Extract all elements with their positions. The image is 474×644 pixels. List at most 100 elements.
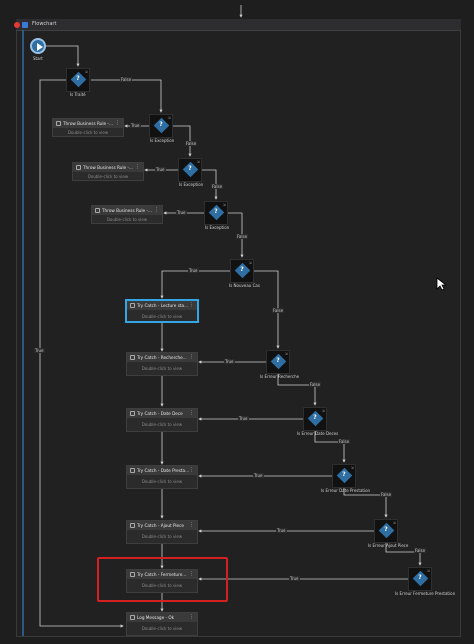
- node-hint: Double-click to view: [106, 217, 148, 222]
- try-catch-fermeture-node[interactable]: Try Catch - Fermeture... ⋮ Double-click …: [126, 569, 198, 593]
- decision-label: Is Erreur Recherche: [260, 374, 300, 379]
- menu-icon[interactable]: ⋮: [189, 354, 194, 360]
- edge-label-true: True: [34, 348, 45, 353]
- try-catch-date-prestation-node[interactable]: Try Catch - Date Presta... ⋮ Double-clic…: [126, 465, 198, 489]
- decision-is-erreur-recherche[interactable]: ?⇲: [266, 350, 290, 374]
- mouse-cursor-icon: [436, 277, 446, 291]
- node-title: Throw Business Rule -...: [83, 165, 133, 170]
- activity-icon: [130, 411, 135, 416]
- node-title: Throw Business Rule -...: [63, 121, 113, 126]
- node-title: Try Catch - Date Presta...: [137, 468, 190, 473]
- node-hint: Double-click to view: [141, 626, 183, 631]
- edge-label-false: False: [309, 382, 322, 387]
- menu-icon[interactable]: ⋮: [135, 164, 140, 170]
- edge-label-false: False: [272, 308, 285, 313]
- decision-label: Is Erreur Date Deces: [297, 431, 339, 436]
- node-hint: Double-click to view: [141, 534, 183, 539]
- node-hint: Double-click to view: [141, 583, 183, 588]
- decision-is-erreur-ajout-piece[interactable]: ?⇲: [374, 519, 398, 543]
- activity-icon: [76, 165, 81, 170]
- menu-icon[interactable]: ⋮: [189, 302, 194, 308]
- edge-label-true: True: [130, 123, 141, 128]
- activity-icon: [95, 208, 100, 213]
- activity-icon: [56, 121, 61, 126]
- try-catch-date-deces-node[interactable]: Try Catch - Date Dece ⋮ Double-click to …: [126, 408, 198, 432]
- edge-label-false: False: [185, 141, 198, 146]
- node-hint: Double-click to view: [141, 314, 183, 319]
- try-catch-lecture-node[interactable]: Try Catch - Lecture sta... ⋮ Double-clic…: [125, 299, 199, 323]
- decision-label: Is Erreur Date Prestation: [321, 488, 371, 493]
- decision-label: Is Exception: [150, 138, 175, 143]
- throw-business-rule-node-3[interactable]: Throw Business Rule -... ⋮ Double-click …: [91, 205, 163, 224]
- menu-icon[interactable]: ⋮: [189, 614, 194, 620]
- play-icon: [37, 43, 43, 51]
- decision-is-erreur-fermeture-prestation[interactable]: ?⇲: [408, 567, 432, 591]
- node-hint: Double-click to view: [87, 174, 129, 179]
- edge-start-d1: [46, 45, 80, 67]
- menu-icon[interactable]: ⋮: [154, 207, 159, 213]
- decision-is-erreur-date-prestation[interactable]: ?⇲: [332, 464, 356, 488]
- edge-label-true: True: [253, 473, 264, 478]
- node-title: Try Catch - Date Dece: [137, 411, 183, 416]
- edge-label-false: False: [414, 548, 427, 553]
- node-title: Try Catch - Lecture sta...: [137, 303, 189, 308]
- try-catch-ajout-piece-node[interactable]: Try Catch - Ajout Piece ⋮ Double-click t…: [126, 520, 198, 544]
- edge-label-true: True: [188, 268, 199, 273]
- activity-icon: [130, 572, 135, 577]
- edge-label-false: False: [338, 439, 351, 444]
- menu-icon[interactable]: ⋮: [189, 522, 194, 528]
- decision-label: Is Exception: [205, 225, 230, 230]
- node-title: Try Catch - Ajout Piece: [137, 523, 185, 528]
- menu-icon[interactable]: ⋮: [189, 410, 194, 416]
- decision-is-traite[interactable]: ?⇲: [66, 68, 90, 92]
- decision-label: Is Erreur Ajout Piece: [368, 543, 409, 548]
- node-hint: Double-click to view: [67, 130, 109, 135]
- throw-business-rule-node-1[interactable]: Throw Business Rule -... ⋮ Double-click …: [52, 118, 124, 137]
- edge-label-true: True: [289, 576, 300, 581]
- decision-label: Is Traité: [70, 92, 86, 97]
- node-hint: Double-click to view: [141, 366, 183, 371]
- decision-is-nouveau-cas[interactable]: ?⇲: [230, 259, 254, 283]
- menu-icon[interactable]: ⋮: [115, 120, 120, 126]
- edge-label-true: True: [176, 210, 187, 215]
- edge-label-true: True: [276, 528, 287, 533]
- decision-label: Is Exception: [179, 182, 204, 187]
- highlight-annotation: [97, 557, 228, 602]
- decision-label: Is Nouveau Cas: [229, 283, 260, 288]
- node-hint: Double-click to view: [141, 479, 183, 484]
- activity-icon: [130, 303, 135, 308]
- node-title: Throw Business Rule -...: [102, 208, 152, 213]
- edge-label-false: False: [236, 234, 249, 239]
- edge-label-true: True: [155, 167, 166, 172]
- log-message-node[interactable]: Log Message - Ok ⋮ Double-click to view: [126, 612, 198, 636]
- edge-label-false: False: [380, 492, 393, 497]
- try-catch-recherche-node[interactable]: Try Catch - Recherche... ⋮ Double-click …: [126, 352, 198, 376]
- edge-label-false: False: [120, 77, 133, 82]
- flowchart-title: Flowchart: [32, 21, 57, 27]
- edge-label-true: True: [224, 359, 235, 364]
- node-hint: Double-click to view: [141, 422, 183, 427]
- menu-icon[interactable]: ⋮: [189, 467, 194, 473]
- edge-label-false: False: [211, 184, 224, 189]
- activity-icon: [130, 615, 135, 620]
- activity-icon: [130, 355, 135, 360]
- decision-label: Is Erreur Fermeture Prestation: [395, 591, 456, 596]
- collapse-icon[interactable]: [14, 22, 20, 28]
- decision-is-erreur-date-deces[interactable]: ?⇲: [303, 407, 327, 431]
- node-title: Log Message - Ok: [137, 615, 175, 620]
- start-node[interactable]: [30, 38, 46, 54]
- start-label: Start: [33, 56, 43, 61]
- menu-icon[interactable]: ⋮: [189, 571, 194, 577]
- flowchart-header: [16, 19, 461, 31]
- decision-is-exception-3[interactable]: ?⇲: [204, 201, 228, 225]
- throw-business-rule-node-2[interactable]: Throw Business Rule -... ⋮ Double-click …: [72, 162, 144, 181]
- flowchart-icon: [22, 22, 28, 28]
- decision-is-exception-2[interactable]: ?⇲: [178, 158, 202, 182]
- decision-is-exception-1[interactable]: ?⇲: [149, 114, 173, 138]
- activity-icon: [130, 523, 135, 528]
- activity-icon: [130, 468, 135, 473]
- edge-label-true: True: [238, 416, 249, 421]
- node-title: Try Catch - Fermeture...: [137, 572, 187, 577]
- node-title: Try Catch - Recherche...: [137, 355, 187, 360]
